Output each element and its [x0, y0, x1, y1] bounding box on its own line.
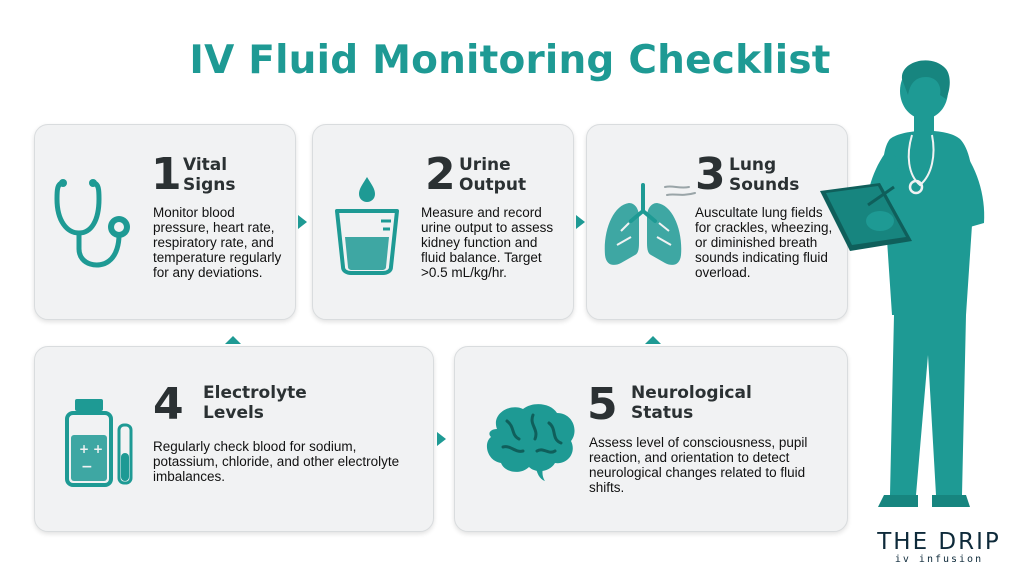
card-description: Assess level of consciousness, pupil rea…: [589, 435, 808, 495]
card-description: Auscultate lung fields for crackles, whe…: [695, 205, 833, 280]
electrolyte-bottle-icon: + + −: [65, 399, 133, 487]
step-number: 1: [151, 149, 182, 200]
svg-text:+: +: [79, 442, 89, 456]
flow-arrow-icon: [645, 336, 661, 344]
card-urine-output: 2 Urine Output Measure and record urine …: [312, 124, 574, 320]
card-vital-signs: 1 Vital Signs Monitor blood pressure, he…: [34, 124, 296, 320]
step-number: 5: [587, 379, 618, 430]
step-number: 3: [695, 149, 726, 200]
flow-arrow-icon: [298, 215, 307, 229]
step-number: 2: [425, 149, 456, 200]
stethoscope-icon: [54, 179, 130, 268]
lungs-icon: [604, 183, 696, 265]
measuring-beaker-icon: [335, 177, 399, 275]
step-number: 4: [153, 379, 184, 430]
card-heading: Lung Sounds: [729, 155, 800, 195]
card-heading: Electrolyte Levels: [203, 383, 307, 423]
logo-wordmark: THE DRIP: [877, 529, 1001, 555]
nurse-with-clipboard-illustration: [820, 60, 985, 507]
card-description: Regularly check blood for sodium, potass…: [153, 439, 400, 484]
card-heading: Urine Output: [459, 155, 527, 195]
card-heading: Neurological Status: [631, 383, 752, 423]
card-description: Measure and record urine output to asses…: [421, 205, 554, 280]
svg-text:−: −: [81, 459, 93, 475]
svg-text:+: +: [93, 442, 103, 456]
card-description: Monitor blood pressure, heart rate, resp…: [153, 205, 282, 280]
card-electrolyte-levels: + + − 4 Electrolyte Levels Regularly che…: [34, 346, 434, 532]
flow-arrow-icon: [437, 432, 446, 446]
brain-icon: [486, 404, 575, 481]
flow-arrow-icon: [576, 215, 585, 229]
brand-logo: THE DRIP iv infusion: [864, 530, 1014, 566]
card-lung-sounds: 3 Lung Sounds Auscultate lung fields for…: [586, 124, 848, 320]
flow-arrow-icon: [225, 336, 241, 344]
card-neurological-status: 5 Neurological Status Assess level of co…: [454, 346, 848, 532]
card-heading: Vital Signs: [183, 155, 236, 195]
page-title: IV Fluid Monitoring Checklist: [189, 38, 831, 83]
logo-tagline: iv infusion: [894, 554, 984, 565]
